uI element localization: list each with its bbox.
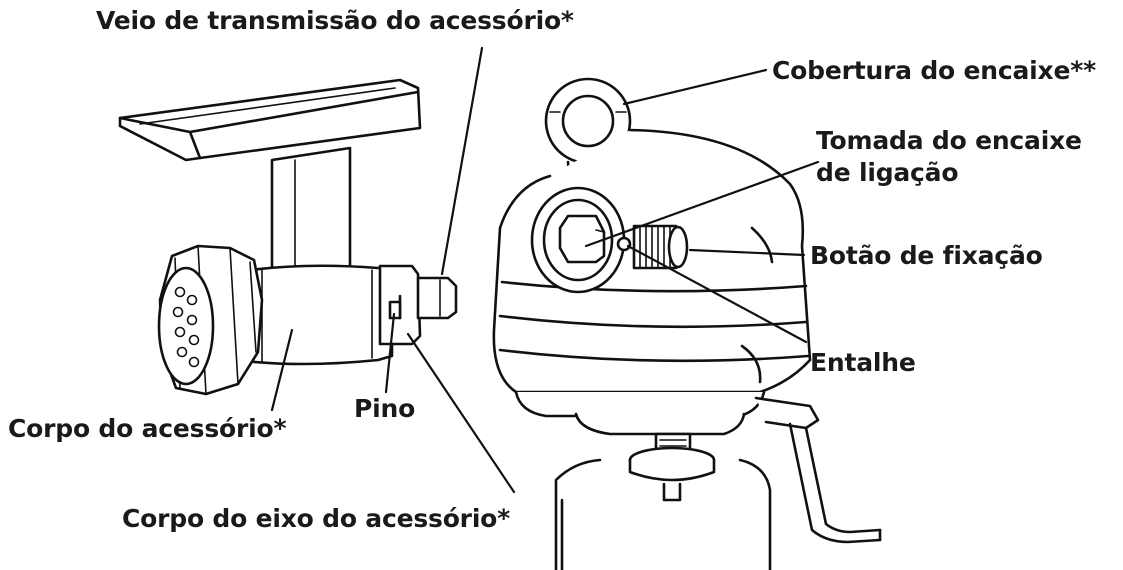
label-notch: Entalhe [810, 348, 916, 378]
drive-shaft [418, 278, 456, 318]
label-attachment-body: Corpo do acessório* [8, 414, 286, 444]
label-drive-shaft: Veio de transmissão do acessório* [96, 6, 574, 36]
feed-neck [272, 148, 350, 280]
leader-shaft [442, 48, 482, 274]
shaft-housing [380, 266, 420, 344]
hopper-tray [120, 80, 420, 160]
grinding-plate [159, 268, 213, 384]
beater-shaft [630, 434, 714, 500]
leader-cover [624, 70, 766, 104]
label-hub-cover: Cobertura do encaixe** [772, 56, 1096, 86]
label-shaft-housing: Corpo do eixo do acessório* [122, 504, 510, 534]
label-locking-knob: Botão de fixação [810, 241, 1043, 271]
label-socket-line1: Tomada do encaixe [816, 126, 1082, 156]
locking-knob [634, 226, 687, 268]
bowl-lift-lever [756, 398, 880, 542]
label-socket-line2: de ligação [816, 158, 958, 188]
label-pin: Pino [354, 394, 415, 424]
